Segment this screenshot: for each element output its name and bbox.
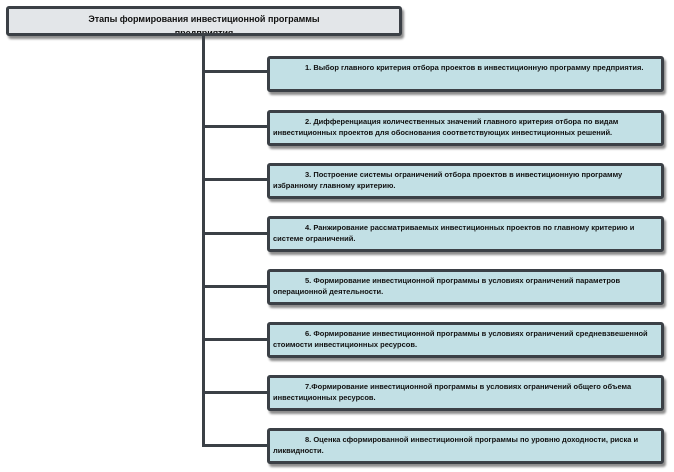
step-text-8: 8. Оценка сформированной инвестиционной …	[273, 435, 639, 455]
diagram-title: Этапы формирования инвестиционной програ…	[88, 14, 320, 24]
step-box-5: 5. Формирование инвестиционной программы…	[267, 269, 664, 305]
step-text-2: 2. Дифференциация количественных значени…	[273, 117, 619, 137]
step-box-1: 1. Выбор главного критерия отбора проект…	[267, 56, 664, 92]
step-text-5: 5. Формирование инвестиционной программы…	[273, 276, 621, 296]
connector-branch-7	[202, 391, 268, 394]
step-text-7: 7.Формирование инвестиционной программы …	[273, 382, 632, 402]
connector-branch-4	[202, 232, 268, 235]
step-text-6: 6. Формирование инвестиционной программы…	[273, 329, 648, 349]
diagram-title-continued: предприятия	[174, 28, 234, 36]
step-box-8: 8. Оценка сформированной инвестиционной …	[267, 428, 664, 464]
step-box-3: 3. Построение системы ограничений отбора…	[267, 163, 664, 199]
connector-branch-6	[202, 338, 268, 341]
connector-branch-3	[202, 178, 268, 181]
step-box-4: 4. Ранжирование рассматриваемых инвестиц…	[267, 216, 664, 252]
step-text-3: 3. Построение системы ограничений отбора…	[273, 170, 623, 190]
step-box-7: 7.Формирование инвестиционной программы …	[267, 375, 664, 411]
connector-branch-2	[202, 125, 268, 128]
connector-trunk	[202, 36, 205, 446]
step-text-4: 4. Ранжирование рассматриваемых инвестиц…	[273, 223, 635, 243]
step-box-6: 6. Формирование инвестиционной программы…	[267, 322, 664, 358]
connector-branch-8	[202, 444, 268, 447]
connector-branch-5	[202, 285, 268, 288]
diagram-title-box: Этапы формирования инвестиционной програ…	[6, 6, 402, 36]
step-text-1: 1. Выбор главного критерия отбора проект…	[305, 63, 644, 72]
step-box-2: 2. Дифференциация количественных значени…	[267, 110, 664, 146]
connector-branch-1	[202, 70, 268, 73]
